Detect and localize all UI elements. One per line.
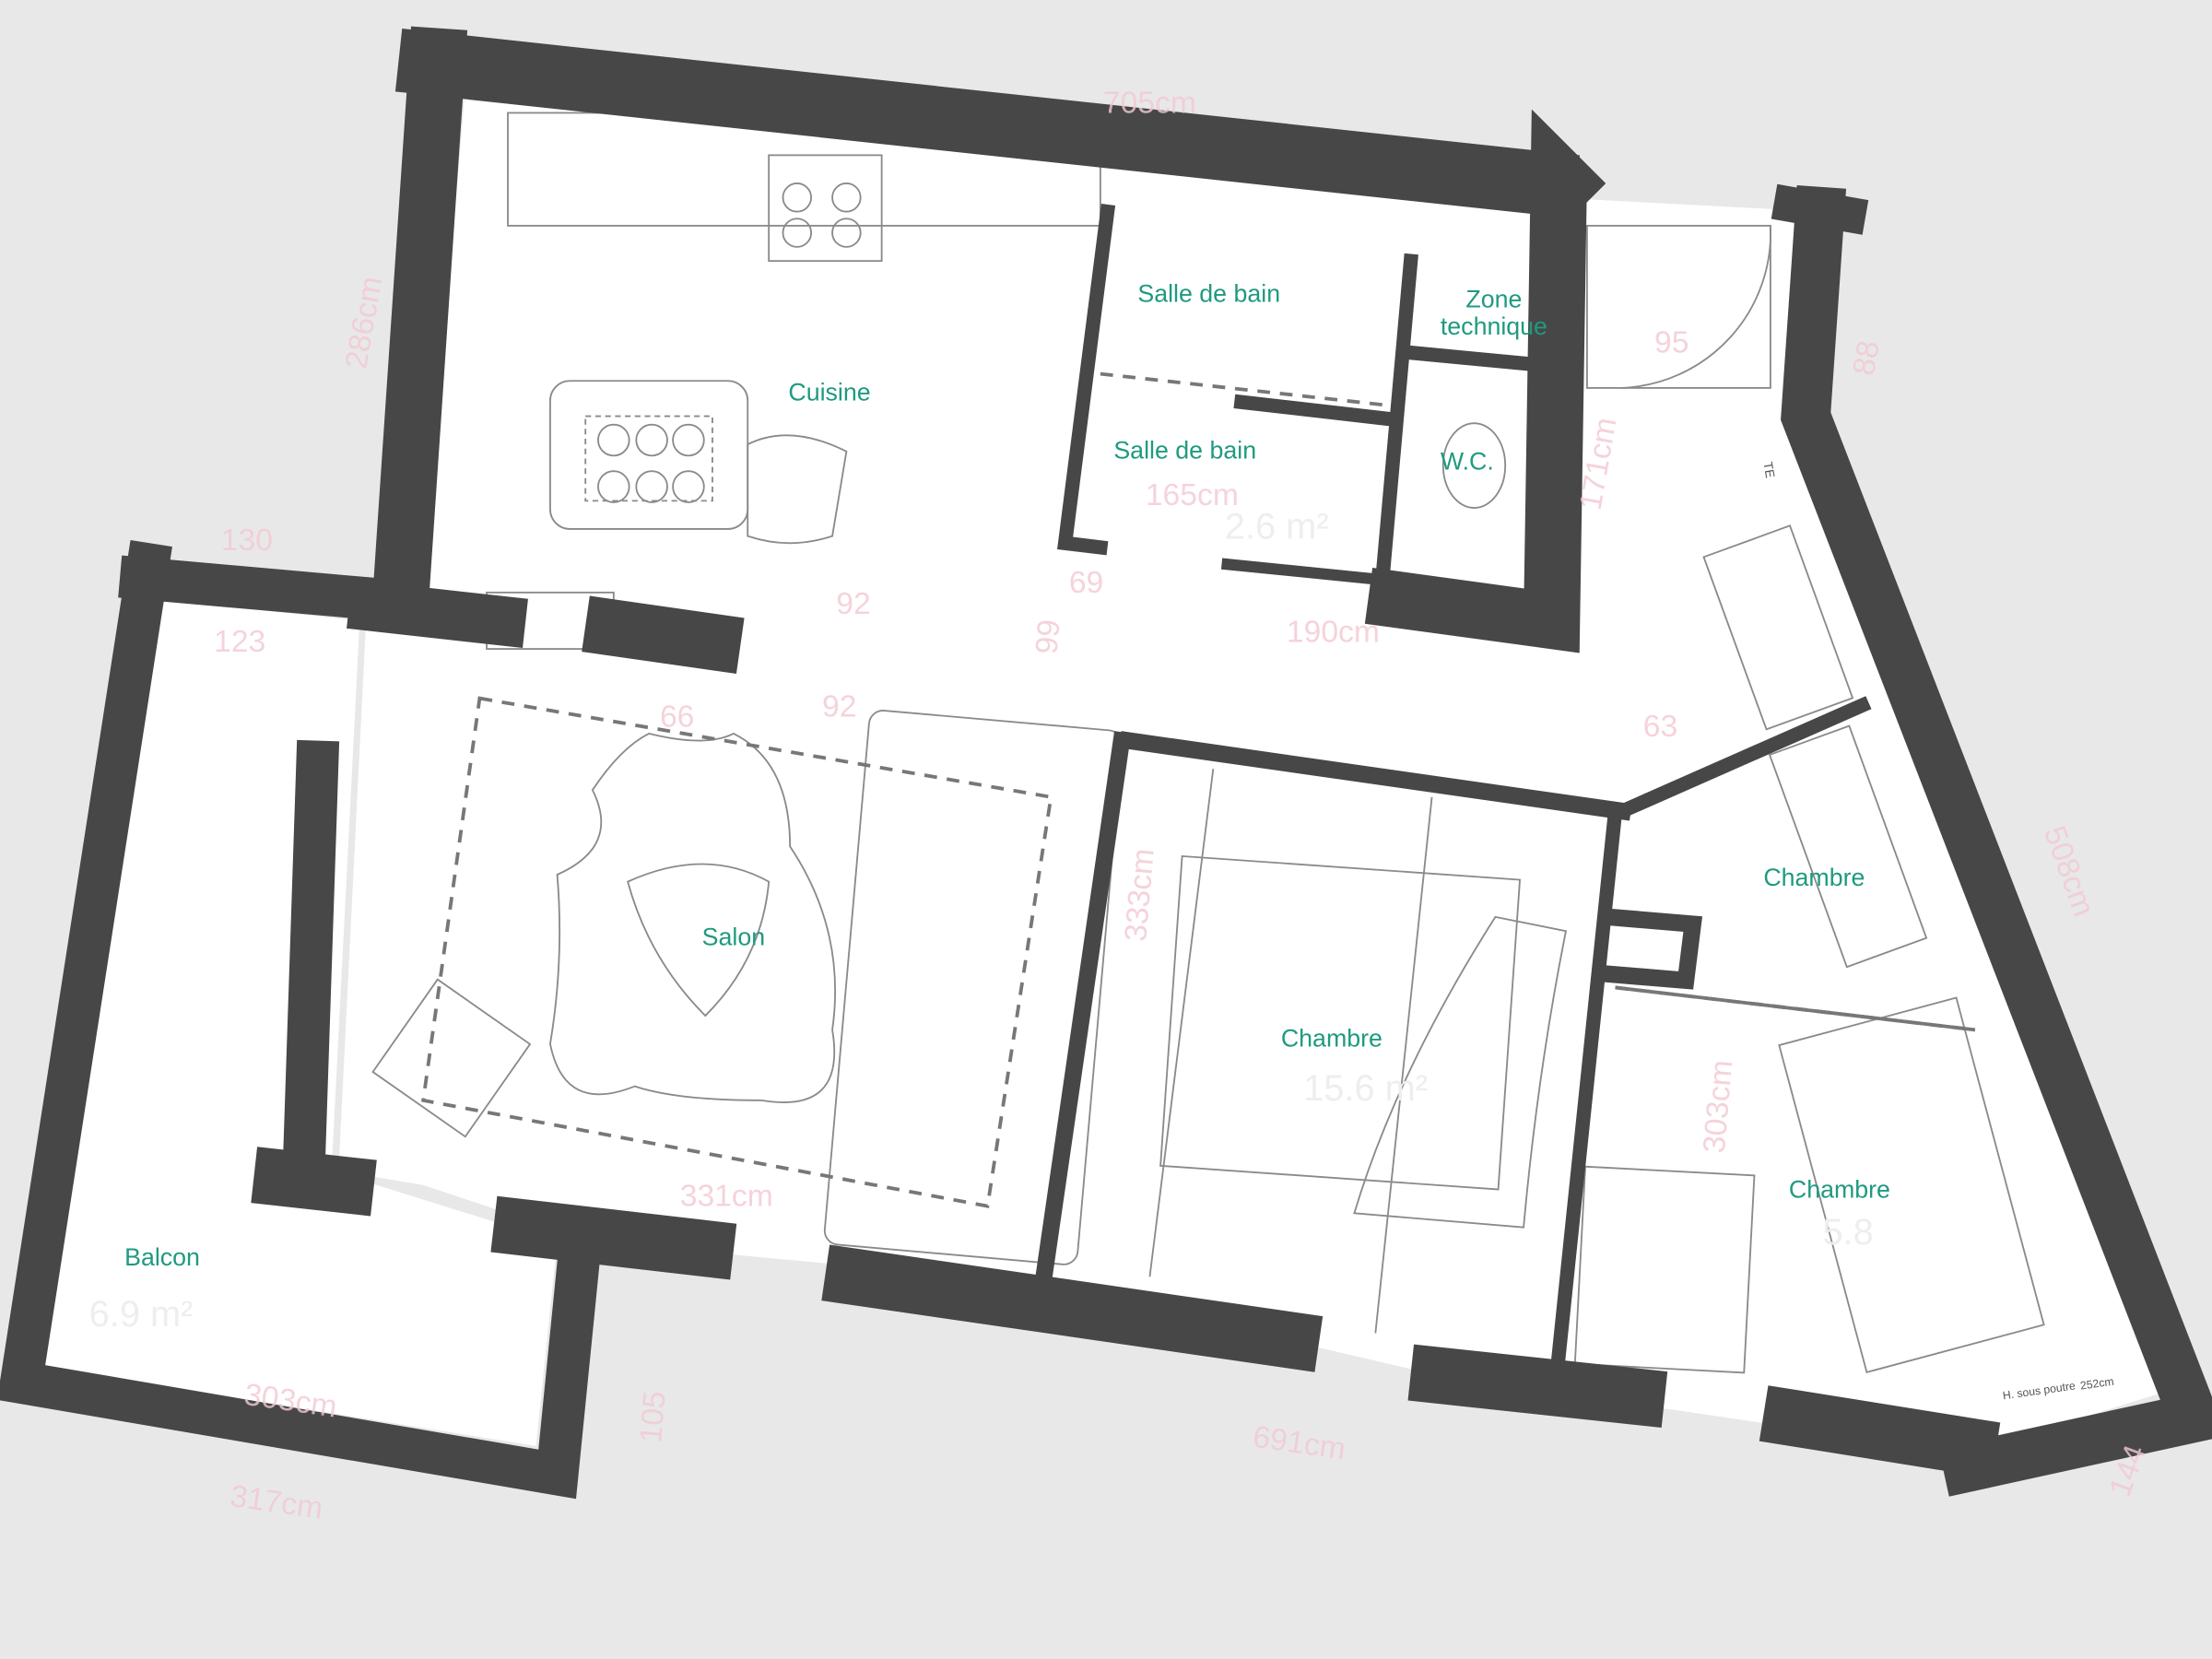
room-label-balcon: Balcon [124,1243,200,1271]
dim-kitchen-left: 286cm [339,274,389,371]
dim-508: 508cm [2037,822,2100,922]
dim-165: 165cm [1146,478,1239,512]
dim-88: 88 [1847,338,1887,378]
room-label-chambre-1: Chambre [1281,1025,1382,1053]
room-label-salon: Salon [702,924,765,951]
double-bed [1159,854,1522,1191]
dim-105: 105 [634,1390,673,1444]
dim-top: 705cm [1103,86,1196,120]
dim-92b: 92 [822,690,856,724]
dim-92a: 92 [836,587,870,621]
room-label-technique: technique [1441,312,1547,340]
room-label-salle-de-bain-1: Salle de bain [1137,280,1280,308]
area-chambre: 15.6 m² [1303,1068,1428,1109]
room-label-chambre-2: Chambre [1763,864,1865,891]
room-label-salle-de-bain-2: Salle de bain [1113,436,1256,464]
lounge-chair [371,978,532,1138]
dim-317: 317cm [228,1479,324,1526]
dim-99: 99 [1030,618,1066,656]
beam-height: 252cm [2079,1375,2114,1393]
dim-69: 69 [1069,566,1103,600]
dim-123: 123 [214,625,265,659]
entry-door-swing [1586,224,1771,389]
dim-331: 331cm [680,1180,773,1214]
cooktop [768,154,883,263]
sofa [823,710,1124,1265]
dim-95: 95 [1654,326,1688,360]
room-label-cuisine: Cuisine [788,379,870,406]
dim-190: 190cm [1287,615,1380,649]
dim-66: 66 [660,700,694,734]
dim-130: 130 [221,524,273,558]
area-chambre-small: 5.8 [1822,1212,1873,1253]
salon-rug-outline [421,696,1053,1208]
room-label-zone: Zone [1465,286,1522,313]
dim-63: 63 [1643,710,1677,744]
cowhide-rug [549,732,837,1103]
coffee-table [627,863,771,1018]
bed-throw [1353,915,1568,1229]
room-label-chambre-3: Chambre [1789,1175,1890,1203]
single-bed [1778,996,2045,1374]
toilet [1441,422,1507,509]
area-sdb: 2.6 m² [1225,507,1329,547]
dim-333: 333cm [1119,847,1161,943]
room-label-wc: W.C. [1441,448,1494,476]
dim-303a: 303cm [1698,1059,1740,1155]
dimension-labels: 705cm 286cm 130 123 92 92 66 99 69 190cm… [89,86,2153,1525]
area-balcon: 6.9 m² [89,1294,194,1335]
room-labels: Cuisine Salle de bain Salle de bain Zone… [124,280,1890,1271]
wardrobe [1702,524,1854,731]
dim-691: 691cm [1251,1420,1347,1467]
te-marker: TE [1760,461,1777,479]
walls [0,26,2212,1500]
armchair [747,434,848,545]
